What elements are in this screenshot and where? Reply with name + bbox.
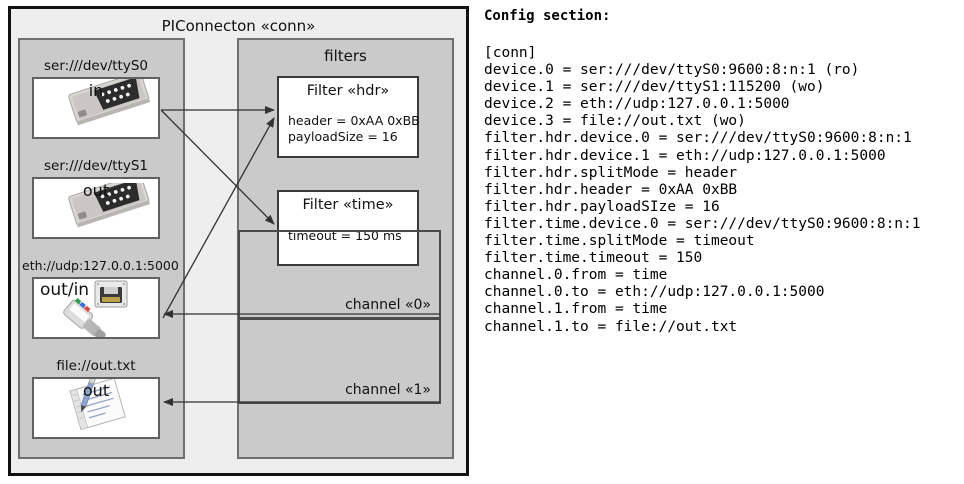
device-ser-ttyS0[interactable]: ser:///dev/ttyS0 in <box>32 58 160 139</box>
serial-port-icon <box>68 183 151 228</box>
device-caption: ser:///dev/ttyS0 <box>44 58 148 74</box>
device-eth-udp[interactable]: eth://udp:127.0.0.1:5000 out/in <box>22 258 179 339</box>
config-line: filter.hdr.device.1 = eth://udp:127.0.0.… <box>484 147 886 164</box>
config-text: [conn]device.0 = ser:///dev/ttyS0:9600:8… <box>484 45 921 336</box>
config-line: channel.0.from = time <box>484 267 668 284</box>
filter-title: Filter «time» <box>302 197 394 213</box>
config-line: filter.hdr.device.0 = ser:///dev/ttyS0:9… <box>484 130 912 147</box>
device-direction-label: out/in <box>40 280 90 300</box>
text-file-icon <box>69 379 126 431</box>
device-direction-label: out <box>82 181 110 200</box>
filter-title: Filter «hdr» <box>306 83 390 99</box>
serial-port-icon <box>68 79 151 126</box>
config-section: Config section: [conn]device.0 = ser:///… <box>481 0 964 484</box>
device-caption: ser:///dev/ttyS1 <box>44 158 148 174</box>
config-line: channel.1.from = time <box>484 301 668 318</box>
network-plug-icon <box>63 280 128 337</box>
device-box[interactable]: out/in <box>32 277 160 339</box>
device-caption: file://out.txt <box>56 358 136 374</box>
device-file-out[interactable]: file://out.txt out <box>32 358 160 439</box>
page-title: PIConnecton «conn» <box>161 17 316 35</box>
channel-label: channel «1» <box>345 382 431 398</box>
device-box[interactable]: out <box>32 377 160 439</box>
device-box[interactable]: out <box>32 177 160 239</box>
config-line: filter.time.timeout = 150 <box>484 250 703 267</box>
config-line: filter.hdr.splitMode = header <box>484 164 738 181</box>
config-line: channel.0.to = eth://udp:127.0.0.1:5000 <box>484 284 825 301</box>
channel-label: channel «0» <box>345 297 431 313</box>
device-direction-label: out <box>82 381 110 400</box>
config-line: filter.time.device.0 = ser:///dev/ttyS0:… <box>484 215 921 232</box>
device-direction-label: in <box>88 81 104 100</box>
config-line: filter.time.splitMode = timeout <box>484 233 755 250</box>
config-line: device.2 = eth://udp:127.0.0.1:5000 <box>484 96 790 113</box>
filter-hdr-box[interactable]: Filter «hdr» header = 0xAA 0xBB payloadS… <box>277 76 420 158</box>
channel-0-frame[interactable]: channel «0» <box>238 230 441 319</box>
filters-panel-title: filters <box>324 47 367 65</box>
config-line: filter.hdr.header = 0xAA 0xBB <box>484 181 738 198</box>
config-heading: Config section: <box>484 8 611 24</box>
device-box[interactable]: in <box>32 77 160 139</box>
channel-1-frame[interactable]: channel «1» <box>238 318 441 404</box>
filter-attr: payloadSize = 16 <box>288 129 398 144</box>
config-line: [conn] <box>484 45 537 61</box>
config-line: filter.hdr.payloadSIze = 16 <box>484 198 720 215</box>
config-line: device.3 = file://out.txt (wo) <box>484 113 746 130</box>
device-ser-ttyS1[interactable]: ser:///dev/ttyS1 out <box>32 158 160 239</box>
config-line: channel.1.to = file://out.txt <box>484 318 738 335</box>
config-line: device.0 = ser:///dev/ttyS0:9600:8:n:1 (… <box>484 62 860 79</box>
filter-attr: header = 0xAA 0xBB <box>288 113 420 128</box>
config-line: device.1 = ser:///dev/ttyS1:115200 (wo) <box>484 79 825 96</box>
device-caption: eth://udp:127.0.0.1:5000 <box>22 258 179 273</box>
